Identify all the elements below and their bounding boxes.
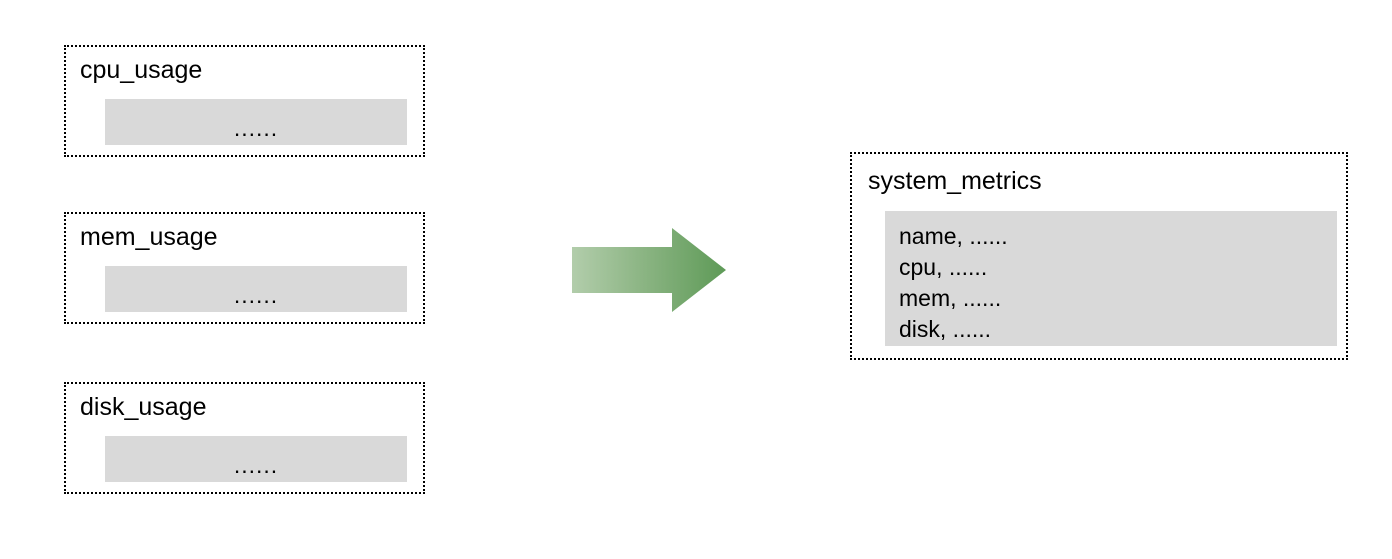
- field-row: cpu, ......: [899, 254, 988, 280]
- entity-box-mem-usage[interactable]: mem_usage ......: [64, 212, 425, 324]
- entity-title: mem_usage: [80, 223, 218, 251]
- entity-box-cpu-usage[interactable]: cpu_usage ......: [64, 45, 425, 157]
- right-arrow-icon: [572, 228, 726, 312]
- entity-title: disk_usage: [80, 393, 207, 421]
- field-row: mem, ......: [899, 285, 1002, 311]
- entity-body: name, ...... cpu, ...... mem, ...... dis…: [885, 211, 1337, 346]
- entity-title: system_metrics: [868, 167, 1042, 195]
- field-row: disk, ......: [899, 316, 992, 342]
- entity-title: cpu_usage: [80, 56, 203, 84]
- entity-body: ......: [105, 266, 407, 312]
- entity-body-ellipsis: ......: [233, 452, 279, 478]
- entity-body: ......: [105, 99, 407, 145]
- entity-body-ellipsis: ......: [233, 115, 279, 141]
- field-row: name, ......: [899, 223, 1008, 249]
- flow-arrow: [572, 228, 726, 312]
- entity-box-disk-usage[interactable]: disk_usage ......: [64, 382, 425, 494]
- entity-body-ellipsis: ......: [233, 282, 279, 308]
- entity-box-system-metrics[interactable]: system_metrics name, ...... cpu, ...... …: [850, 152, 1348, 360]
- entity-body: ......: [105, 436, 407, 482]
